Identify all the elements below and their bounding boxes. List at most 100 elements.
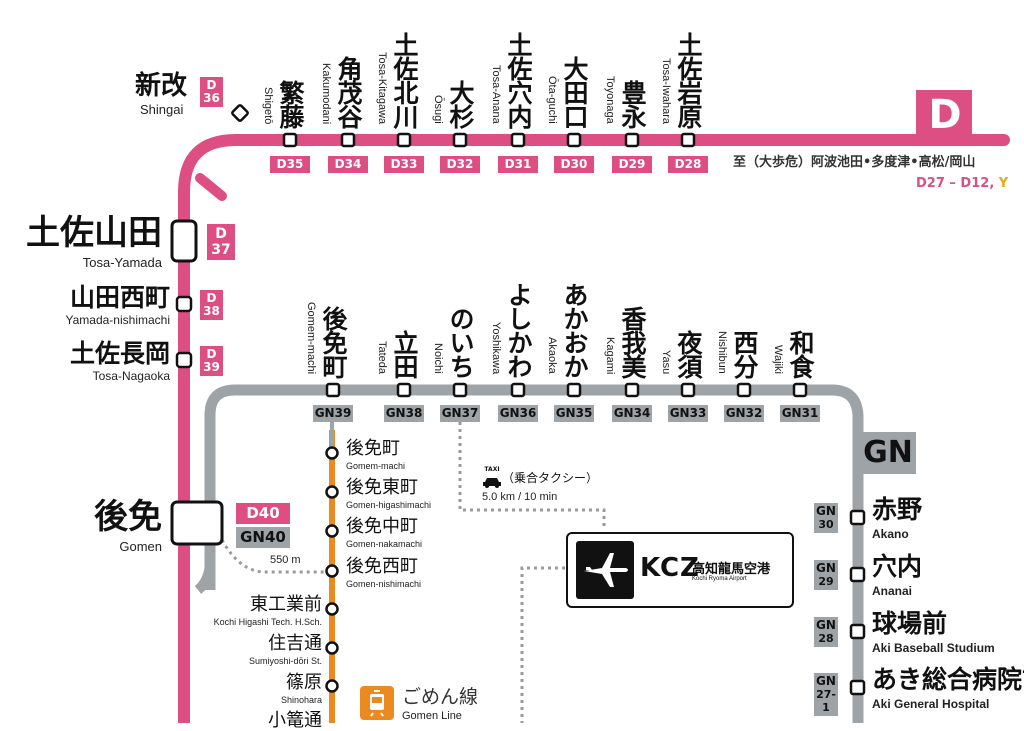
tram-stop-name[interactable]: 篠原	[286, 672, 322, 693]
d-line-track	[178, 134, 1010, 723]
walk-distance: 550 m	[270, 554, 301, 566]
station-name-d32[interactable]: 大杉	[446, 80, 475, 128]
station-marker-gn34	[624, 382, 640, 398]
station-marker-d39	[175, 351, 193, 369]
code-gn35: GN35	[554, 405, 594, 422]
station-marker-gn32	[736, 382, 752, 398]
station-gomen[interactable]: 後免 Gomen	[94, 497, 162, 554]
station-name-gn32[interactable]: 西分	[730, 330, 759, 378]
taxi-icon: TAXI	[482, 466, 502, 488]
code-d30: D30	[554, 156, 594, 173]
station-name-gn37[interactable]: のいち	[446, 306, 475, 378]
tram-stop-marker	[325, 641, 339, 655]
airplane-icon	[576, 541, 634, 599]
station-name-d34[interactable]: 角茂谷	[334, 56, 363, 128]
d-line-branch	[195, 173, 227, 201]
station-name-gn34[interactable]: 香我美	[618, 306, 647, 378]
station-romaji: Tosa-Anana	[490, 65, 502, 124]
station-romaji: Nishibun	[716, 331, 728, 374]
station-name-gn-right[interactable]: 赤野	[872, 495, 923, 524]
station-marker-gn31	[792, 382, 808, 398]
code-d32: D32	[440, 156, 480, 173]
station-romaji: Tosa-Iwahara	[660, 57, 672, 124]
d-line-range: D27 – D12, Y	[916, 176, 1009, 191]
airport-code: KCZ	[640, 553, 700, 583]
tram-stop-name[interactable]: 住吉通	[268, 633, 322, 654]
station-name-gn39[interactable]: 後免町	[319, 306, 348, 378]
station-marker-gn37	[452, 382, 468, 398]
station-marker-gn39	[325, 382, 341, 398]
code-d36: D 36	[200, 77, 223, 107]
gn-line-spur	[194, 559, 215, 594]
tram-stop-romaji: Shinohara	[280, 695, 322, 705]
station-romaji: Yasu	[660, 349, 672, 374]
station-marker-gn35	[566, 382, 582, 398]
station-name-d28[interactable]: 土佐岩原	[674, 32, 703, 128]
tram-stop-marker	[325, 564, 339, 578]
gn-line-track	[204, 384, 864, 723]
station-romaji: Ōsugi	[432, 95, 444, 124]
code-gn31: GN31	[780, 405, 820, 422]
station-romaji: Akaoka	[546, 337, 558, 374]
station-romaji: Ananai	[872, 584, 913, 598]
code-top: GN	[816, 674, 836, 688]
station-name-shingai[interactable]: 新改	[135, 71, 188, 101]
station-name-d30[interactable]: 大田口	[560, 56, 589, 128]
tram-stop-romaji: Gomen-nishimachi	[346, 579, 422, 589]
tram-stop-romaji: Gomen-higashimachi	[346, 500, 432, 510]
station-romaji: Tosa-Kitagawa	[376, 51, 388, 124]
station-marker-d36	[231, 104, 249, 122]
station-marker-d30	[566, 132, 582, 148]
airport-name-jp: 高知龍馬空港	[692, 562, 771, 577]
station-marker-d33	[396, 132, 412, 148]
tram-stop-name[interactable]: 後免町	[346, 438, 400, 459]
code-gn33: GN33	[668, 405, 708, 422]
tram-stop-marker	[325, 524, 339, 538]
station-name-gn-right[interactable]: あき総合病院前	[872, 665, 1024, 694]
d-line-badge: D	[918, 90, 972, 140]
code-bottom: 30	[818, 518, 834, 531]
tram-icon	[360, 686, 394, 720]
station-name-gn31[interactable]: 和食	[786, 330, 815, 378]
station-name-gn36[interactable]: よしかわ	[504, 282, 533, 378]
station-name-gn38[interactable]: 立田	[390, 330, 419, 378]
station-marker-d28	[680, 132, 696, 148]
code-d29: D29	[612, 156, 652, 173]
station-marker-d29	[624, 132, 640, 148]
station-name-gn-right[interactable]: 穴内	[872, 552, 923, 581]
station-name-d33[interactable]: 土佐北川	[390, 32, 419, 128]
station-marker-d37	[170, 219, 198, 263]
station-romaji: Shigetō	[262, 86, 274, 124]
station-name-gn33[interactable]: 夜須	[674, 330, 703, 378]
airport-box[interactable]: KCZ 高知龍馬空港 Kochi Ryoma Airport	[566, 532, 794, 608]
tram-stop-name[interactable]: 後免西町	[346, 556, 418, 577]
tram-stop-name[interactable]: 後免中町	[346, 516, 418, 537]
code-gn39: GN39	[313, 405, 353, 422]
code-gn40: GN40	[236, 527, 290, 548]
tram-stop-marker	[325, 485, 339, 499]
station-name-d29[interactable]: 豊永	[618, 80, 647, 128]
station-name-d35[interactable]: 繁藤	[276, 80, 305, 128]
code-d35: D35	[270, 156, 310, 173]
code-top: GN	[816, 618, 836, 632]
code-d38: D 38	[200, 290, 223, 320]
station-tosa-yamada[interactable]: 土佐山田 Tosa-Yamada	[26, 213, 162, 270]
tram-stop-name[interactable]: 東工業前	[250, 594, 322, 615]
gomen-line-romaji: Gomen Line	[402, 710, 462, 722]
station-marker-gn29	[849, 566, 866, 583]
station-name-gn-right[interactable]: 球場前	[872, 609, 948, 638]
tram-stop-name[interactable]: 後免東町	[346, 477, 418, 498]
tram-stop-name[interactable]: 小篭通	[268, 710, 322, 731]
station-tosa-nagaoka[interactable]: 土佐長岡 Tosa-Nagaoka	[69, 339, 170, 383]
station-name-gn35[interactable]: あかおか	[560, 282, 589, 378]
code-gn38: GN38	[384, 405, 424, 422]
code-bottom: 28	[818, 632, 834, 645]
station-romaji: Gomem-machi	[305, 301, 317, 374]
station-name-d31[interactable]: 土佐穴内	[504, 32, 533, 128]
station-yamada-nishimachi[interactable]: 山田西町 Yamada-nishimachi	[65, 283, 171, 327]
tram-stop-romaji: Gomen-nakamachi	[346, 539, 423, 549]
